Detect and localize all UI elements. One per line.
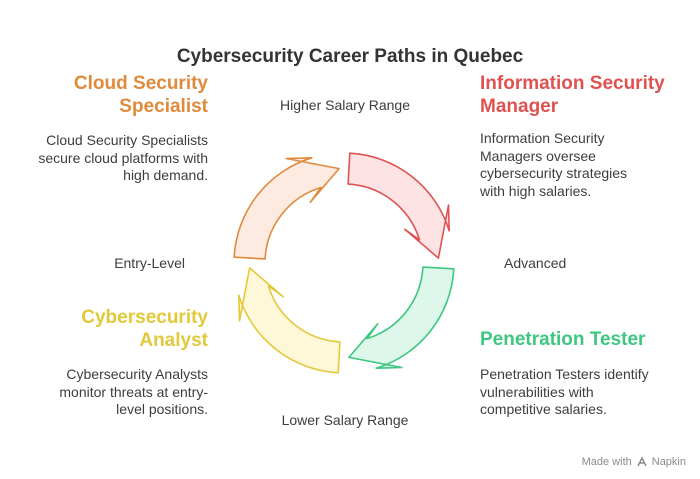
info-security-desc-line2: Managers oversee: [480, 147, 596, 164]
axis-label-left: Entry-Level: [114, 255, 185, 271]
cyber-analyst-heading-line2: Analyst: [139, 330, 208, 351]
credit-brand: Napkin: [651, 456, 686, 468]
cyber-analyst-desc-line1: Cybersecurity Analysts: [66, 366, 208, 382]
info-security-description: Information Security Managers oversee cy…: [480, 130, 690, 200]
cloud-security-desc-line2: secure cloud platforms with: [38, 149, 208, 166]
credit-text: Made with: [581, 456, 632, 468]
cloud-security-segment: [233, 157, 340, 260]
pen-tester-desc-line2: vulnerabilities with: [480, 383, 594, 400]
axis-label-right: Advanced: [504, 255, 567, 271]
cyber-analyst-desc-line3: level positions.: [116, 401, 208, 417]
napkin-credit: Made with Napkin: [582, 456, 686, 468]
pen-tester-segment: [348, 266, 455, 369]
cloud-security-heading-line2: Specialist: [119, 96, 208, 117]
cyber-analyst-heading: Cybersecurity Analyst: [40, 306, 208, 352]
cloud-security-heading: Cloud Security Specialist: [40, 72, 208, 118]
cyber-analyst-segment: [238, 267, 341, 374]
cyber-analyst-heading-line1: Cybersecurity: [81, 307, 208, 328]
axis-label-top: Higher Salary Range: [280, 97, 410, 113]
info-security-heading: Information Security Manager: [480, 72, 690, 118]
cyber-analyst-desc-line2: monitor threats at entry-: [59, 383, 208, 400]
info-security-heading-line2: Manager: [480, 96, 559, 117]
pen-tester-desc-line3: competitive salaries.: [480, 401, 607, 417]
axis-label-bottom: Lower Salary Range: [281, 412, 409, 428]
pen-tester-desc-line1: Penetration Testers identify: [480, 366, 649, 382]
info-security-desc-line3: cybersecurity strategies: [480, 165, 628, 181]
cloud-security-desc-line3: high demand.: [123, 167, 208, 183]
page-title: Cybersecurity Career Paths in Quebec: [176, 46, 524, 67]
pen-tester-heading: Penetration Tester: [480, 328, 690, 351]
cloud-security-desc-line1: Cloud Security Specialists: [46, 132, 208, 148]
info-security-segment: [347, 152, 450, 259]
info-security-desc-line1: Information Security: [480, 130, 605, 146]
pen-tester-heading-line1: Penetration Tester: [480, 329, 646, 350]
napkin-logo-icon: [637, 456, 647, 467]
career-cycle-diagram: [233, 152, 455, 374]
info-security-desc-line4: with high salaries.: [480, 182, 592, 199]
cloud-security-description: Cloud Security Specialists secure cloud …: [8, 132, 208, 185]
cyber-analyst-description: Cybersecurity Analysts monitor threats a…: [8, 366, 208, 419]
cloud-security-heading-line1: Cloud Security: [73, 73, 208, 94]
info-security-heading-line1: Information Security: [480, 73, 665, 94]
pen-tester-description: Penetration Testers identify vulnerabili…: [480, 366, 690, 419]
